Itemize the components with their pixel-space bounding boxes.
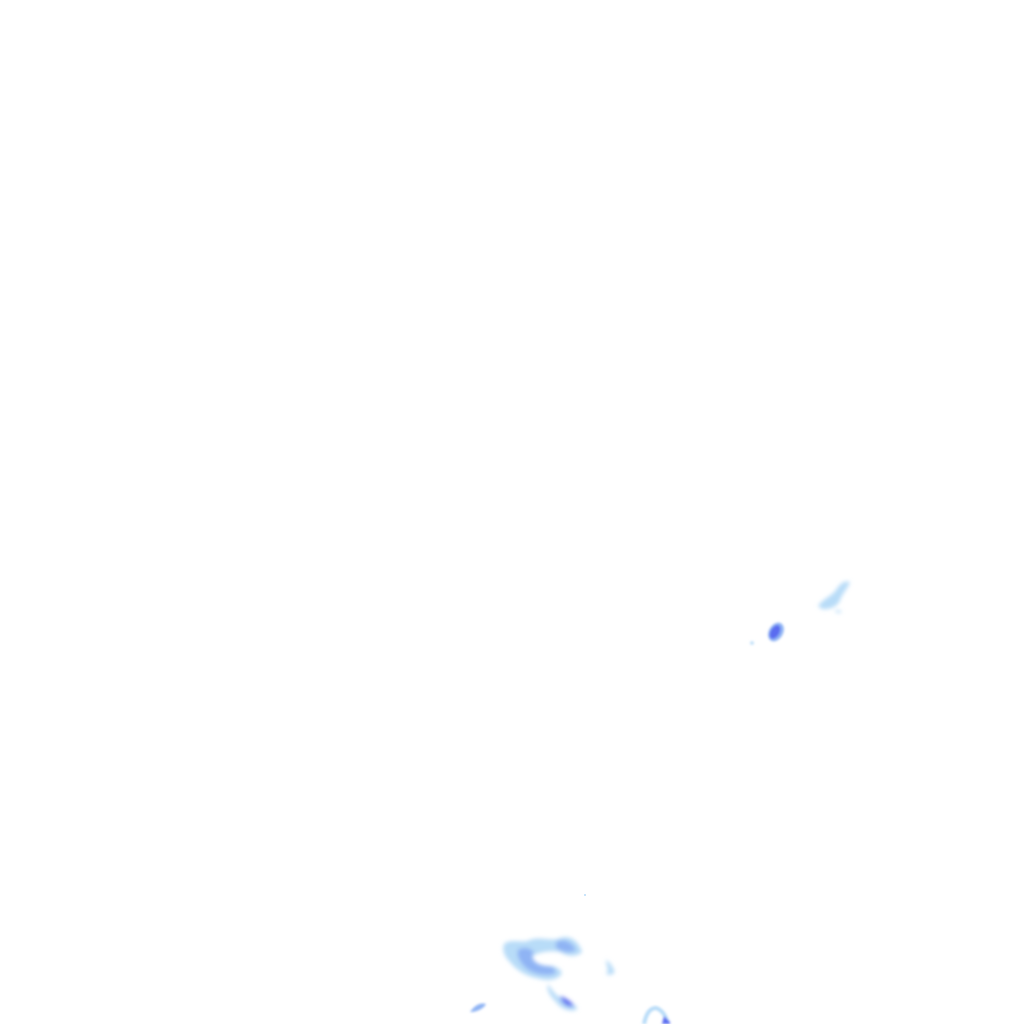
rain-cell-south-arc <box>642 1005 670 1024</box>
rain-cell-south-main <box>503 937 615 1011</box>
rain-cell-northeast <box>818 581 850 613</box>
rain-cell-heavy-east <box>750 622 784 645</box>
rain-speck <box>584 894 586 896</box>
rain-cell-southwest <box>470 1003 486 1012</box>
